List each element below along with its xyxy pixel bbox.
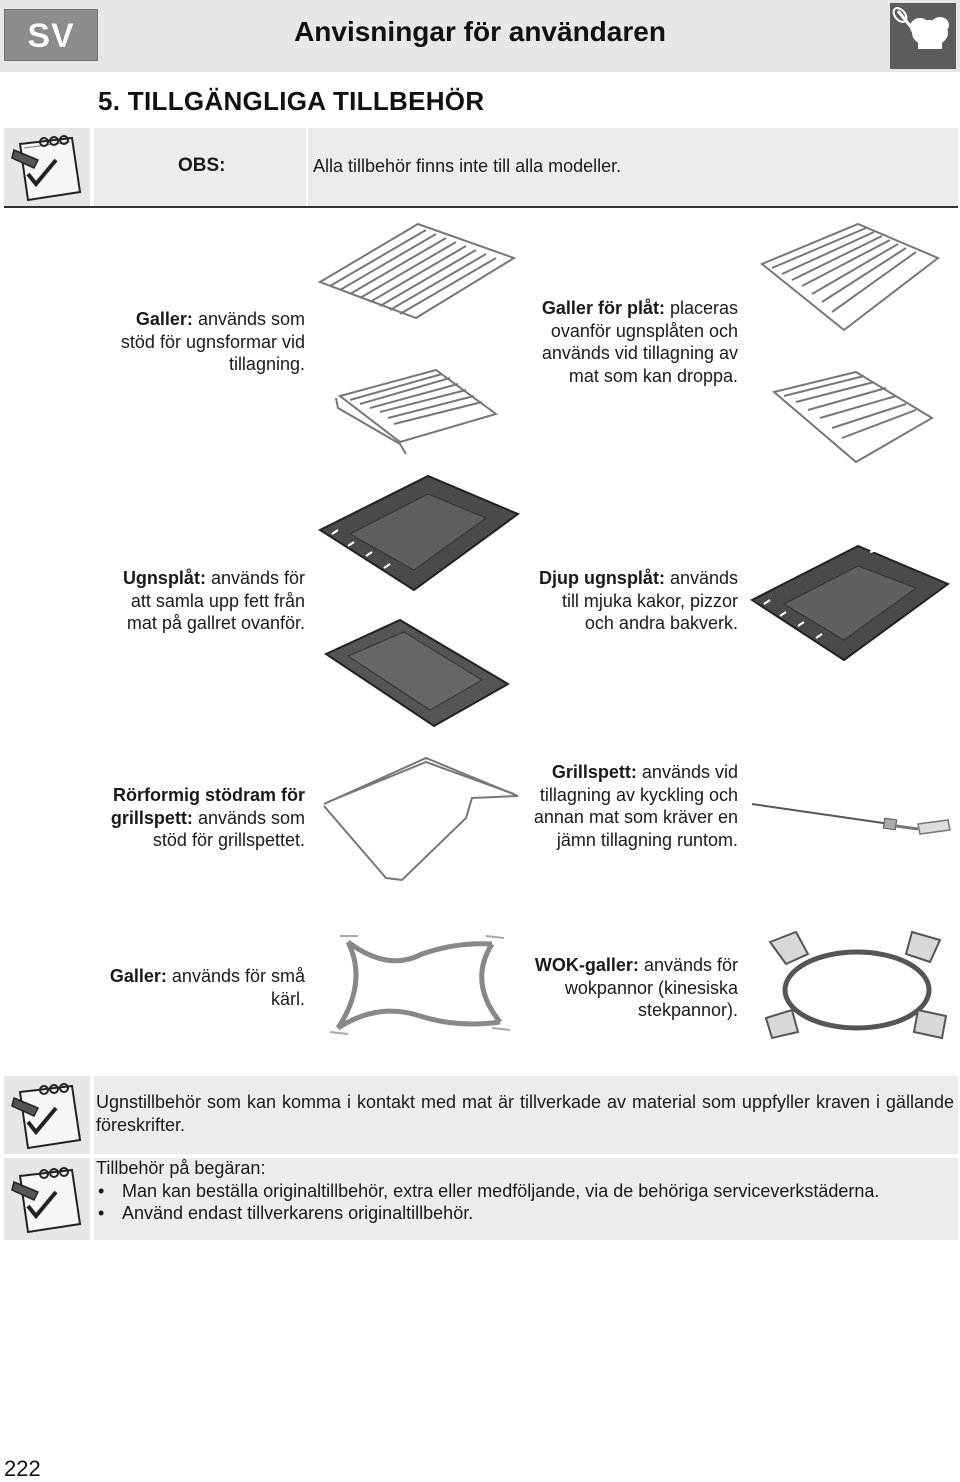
obs-label: OBS: — [178, 155, 226, 176]
list-item: Man kan beställa originaltillbehör, extr… — [96, 1180, 954, 1203]
document-title: Anvisningar för användaren — [294, 16, 666, 47]
caption-deep-tray: Djup ugnsplåt: används till mjuka kakor,… — [530, 567, 738, 635]
caption-rotisserie-spit: Grillspett: används vid tillagning av ky… — [530, 761, 738, 851]
caption-desc: används som stöd för grillspettet. — [152, 807, 305, 851]
notepad-check-icon — [11, 1167, 82, 1234]
chef-hat-whisk-icon — [890, 3, 956, 69]
caption-oven-rack: Galler: används som stöd för ugnsformar … — [100, 308, 305, 376]
caption-desc: används vid tillagning av kyckling och a… — [533, 762, 738, 850]
oven-rack-icon — [316, 222, 526, 470]
spit-frame-icon — [322, 756, 532, 886]
caption-desc: används för små kärl. — [166, 966, 305, 1009]
obs-text: Alla tillbehör finns inte till alla mode… — [313, 156, 622, 176]
language-code: SV — [27, 17, 75, 55]
page-number: 222 — [4, 1456, 41, 1481]
caption-name: Ugnsplåt: — [122, 568, 206, 588]
deep-tray-icon — [750, 544, 950, 664]
caption-name: Galler för plåt: — [541, 298, 665, 318]
drip-tray-icon — [318, 474, 520, 736]
on-request-intro: Tillbehör på begäran: — [96, 1158, 266, 1178]
tray-rack-icon — [756, 222, 946, 467]
obs-bottom-rule — [4, 206, 958, 208]
obs-note-cell — [94, 128, 958, 206]
caption-desc: används för wokpannor (kinesiska stekpan… — [564, 955, 738, 1020]
language-badge: SV — [4, 9, 98, 61]
caption-drip-tray: Ugnsplåt: används för att samla upp fett… — [100, 567, 305, 635]
list-item: Använd endast tillverkarens originaltill… — [96, 1202, 954, 1225]
notepad-check-icon — [11, 1083, 82, 1150]
caption-desc: placeras ovanför ugnsplåten och används … — [541, 298, 738, 386]
small-pan-grid-icon — [328, 932, 512, 1040]
wok-grid-icon — [762, 928, 952, 1042]
caption-desc: används till mjuka kakor, pizzor och and… — [561, 568, 738, 633]
caption-tray-rack: Galler för plåt: placeras ovanför ugnspl… — [530, 297, 738, 387]
obs-divider — [306, 128, 308, 206]
caption-spit-frame: Rörformig stödram för grillspett: använd… — [100, 784, 305, 852]
food-contact-icon-cell — [4, 1076, 90, 1154]
section-title: 5. TILLGÄNGLIGA TILLBEHÖR — [98, 86, 485, 116]
caption-name: Galler: — [109, 966, 167, 986]
food-contact-text: Ugnstillbehör som kan komma i kontakt me… — [96, 1092, 954, 1135]
caption-name: Rörformig stödram för grillspett: — [110, 785, 305, 828]
caption-name: WOK-galler: — [534, 955, 639, 975]
header-bar — [0, 0, 960, 72]
on-request-content: Tillbehör på begäran: Man kan beställa o… — [96, 1157, 954, 1225]
caption-small-pan-grid: Galler: används för små kärl. — [100, 965, 305, 1010]
caption-name: Galler: — [135, 309, 193, 329]
caption-desc: används för att samla upp fett från mat … — [126, 568, 305, 633]
on-request-icon-cell — [4, 1158, 90, 1240]
obs-icon-cell — [4, 128, 90, 206]
caption-name: Djup ugnsplåt: — [538, 568, 665, 588]
notepad-check-icon — [11, 135, 82, 202]
caption-desc: används som stöd för ugnsformar vid till… — [120, 309, 305, 374]
rotisserie-spit-icon — [750, 798, 952, 842]
food-contact-note-cell — [94, 1076, 958, 1154]
caption-wok-grid: WOK-galler: används för wokpannor (kines… — [520, 954, 738, 1022]
on-request-list: Man kan beställa originaltillbehör, extr… — [96, 1180, 954, 1225]
caption-name: Grillspett: — [551, 762, 637, 782]
